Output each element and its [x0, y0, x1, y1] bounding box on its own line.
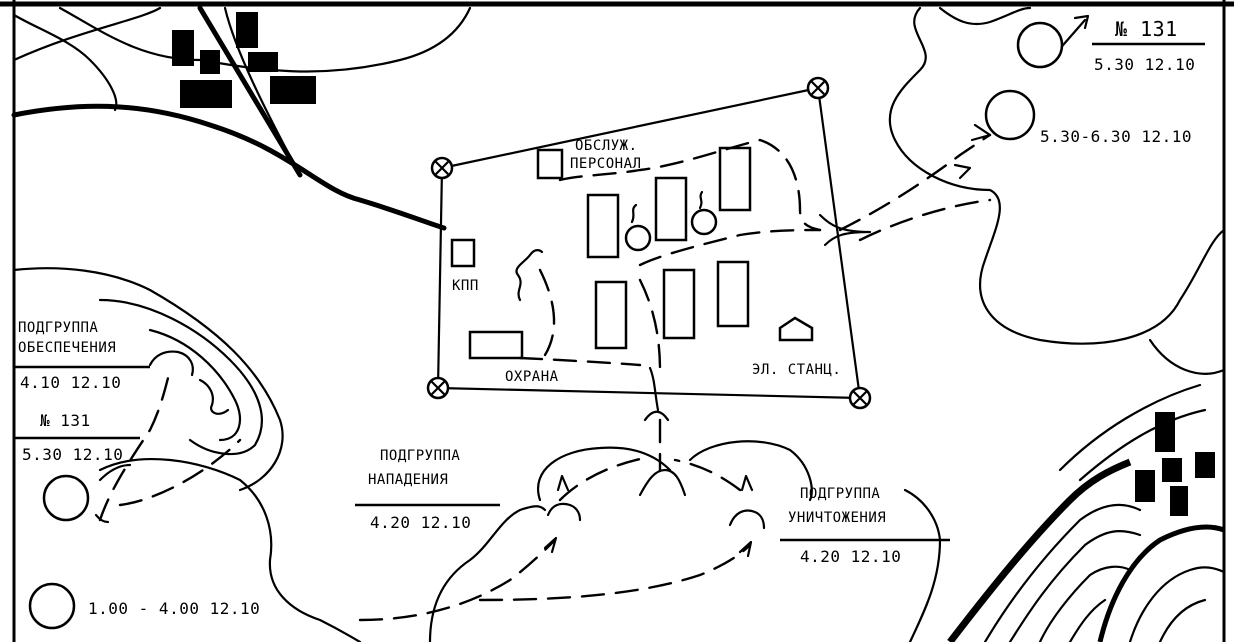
assembly-time: 1.00 - 4.00 12.10: [88, 599, 260, 618]
barrack: [586, 193, 620, 259]
assault-group-label-line1: ПОДГРУППА: [380, 448, 460, 464]
staff-label-line2: ПЕРСОНАЛ: [570, 156, 641, 172]
tank: [624, 224, 652, 252]
terrain-contours: [947, 383, 1226, 642]
sentry-route-icon: [515, 249, 544, 302]
tank: [690, 208, 718, 236]
guard-label: ОХРАНА: [505, 369, 559, 385]
light-icon: [806, 76, 830, 100]
perimeter-lights: [426, 76, 872, 410]
barrack: [716, 260, 750, 328]
point-group-131-top-icon: [1016, 21, 1064, 69]
support-group-label-line1: ПОДГРУППА: [18, 320, 98, 336]
settlement-top-left: [172, 12, 316, 108]
guard-building: [468, 330, 524, 360]
destruction-group-label-line2: УНИЧТОЖЕНИЯ: [788, 510, 886, 526]
assault-group-time: 4.20 12.10: [370, 513, 471, 532]
support-group-label-line2: ОБЕСПЕЧЕНИЯ: [18, 340, 116, 356]
point-assembly-icon: [28, 582, 76, 630]
internal-routes: [518, 138, 822, 372]
light-icon: [426, 376, 450, 400]
power-station-building: [778, 316, 814, 342]
barrack: [594, 280, 628, 350]
staff-building: [536, 148, 564, 180]
compound-buildings: [450, 146, 814, 360]
cover-contours: [12, 6, 1226, 642]
power-station-label: ЭЛ. СТАНЦ.: [752, 362, 841, 378]
support-group-time: 4.10 12.10: [20, 373, 121, 392]
assault-group-label-line2: НАПАДЕНИЯ: [368, 472, 448, 488]
target-area-time: 5.30-6.30 12.10: [1040, 127, 1192, 146]
checkpoint-building: [450, 238, 476, 268]
label-underlines: [14, 42, 1205, 542]
destruction-group-label-line1: ПОДГРУППА: [800, 486, 880, 502]
map-labels: № 131 5.30 12.10 5.30-6.30 12.10 ОБСЛУЖ.…: [18, 17, 1195, 618]
barrack: [662, 268, 696, 340]
barrack: [654, 176, 688, 242]
settlement-bottom-right: [1135, 412, 1215, 516]
rally-points: [28, 21, 1064, 630]
attack-arrows: [94, 14, 1090, 622]
point-group-131-left-icon: [42, 474, 90, 522]
checkpoint-label: КПП: [452, 278, 479, 294]
group-131-left-number: № 131: [40, 411, 91, 430]
light-icon: [848, 386, 872, 410]
group-131-top-number: № 131: [1115, 17, 1178, 41]
roads: [11, 5, 472, 231]
point-target-area-icon: [984, 89, 1036, 141]
group-131-top-time: 5.30 12.10: [1094, 55, 1195, 74]
staff-label-line1: ОБСЛУЖ.: [575, 138, 638, 154]
destruction-group-time: 4.20 12.10: [800, 547, 901, 566]
barrack: [718, 146, 752, 212]
group-131-left-time: 5.30 12.10: [22, 445, 123, 464]
light-icon: [430, 156, 454, 180]
